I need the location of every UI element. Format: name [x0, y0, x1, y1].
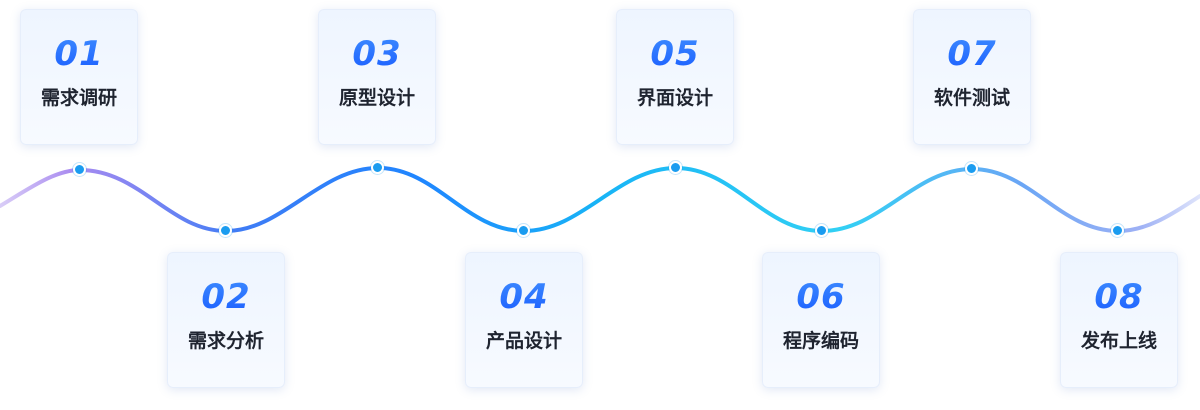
step-dot-02	[219, 224, 232, 237]
step-number: 03	[319, 34, 435, 74]
step-card-06: 06 程序编码	[762, 252, 880, 388]
step-label: 产品设计	[485, 330, 562, 352]
step-number: 06	[763, 277, 879, 317]
step-label: 需求调研	[40, 87, 117, 109]
step-number: 02	[168, 277, 284, 317]
step-number: 07	[914, 34, 1030, 74]
step-label: 发布上线	[1080, 330, 1157, 352]
step-dot-03	[371, 161, 384, 174]
step-number: 08	[1061, 277, 1177, 317]
step-label: 程序编码	[782, 330, 859, 352]
step-number: 04	[466, 277, 582, 317]
step-card-08: 08 发布上线	[1060, 252, 1178, 388]
step-label: 需求分析	[187, 330, 264, 352]
step-number: 01	[21, 34, 137, 74]
step-card-02: 02 需求分析	[167, 252, 285, 388]
step-dot-01	[73, 163, 86, 176]
step-card-01: 01 需求调研	[20, 9, 138, 145]
step-card-07: 07 软件测试	[913, 9, 1031, 145]
step-card-05: 05 界面设计	[616, 9, 734, 145]
wave-line	[0, 165, 1200, 234]
step-card-03: 03 原型设计	[318, 9, 436, 145]
step-label: 原型设计	[338, 87, 415, 109]
step-dot-05	[669, 161, 682, 174]
step-label: 界面设计	[636, 87, 713, 109]
step-label: 软件测试	[933, 87, 1010, 109]
step-dot-08	[1111, 224, 1124, 237]
step-card-04: 04 产品设计	[465, 252, 583, 388]
step-dot-07	[965, 162, 978, 175]
step-number: 05	[617, 34, 733, 74]
step-dot-04	[517, 224, 530, 237]
step-dot-06	[815, 224, 828, 237]
